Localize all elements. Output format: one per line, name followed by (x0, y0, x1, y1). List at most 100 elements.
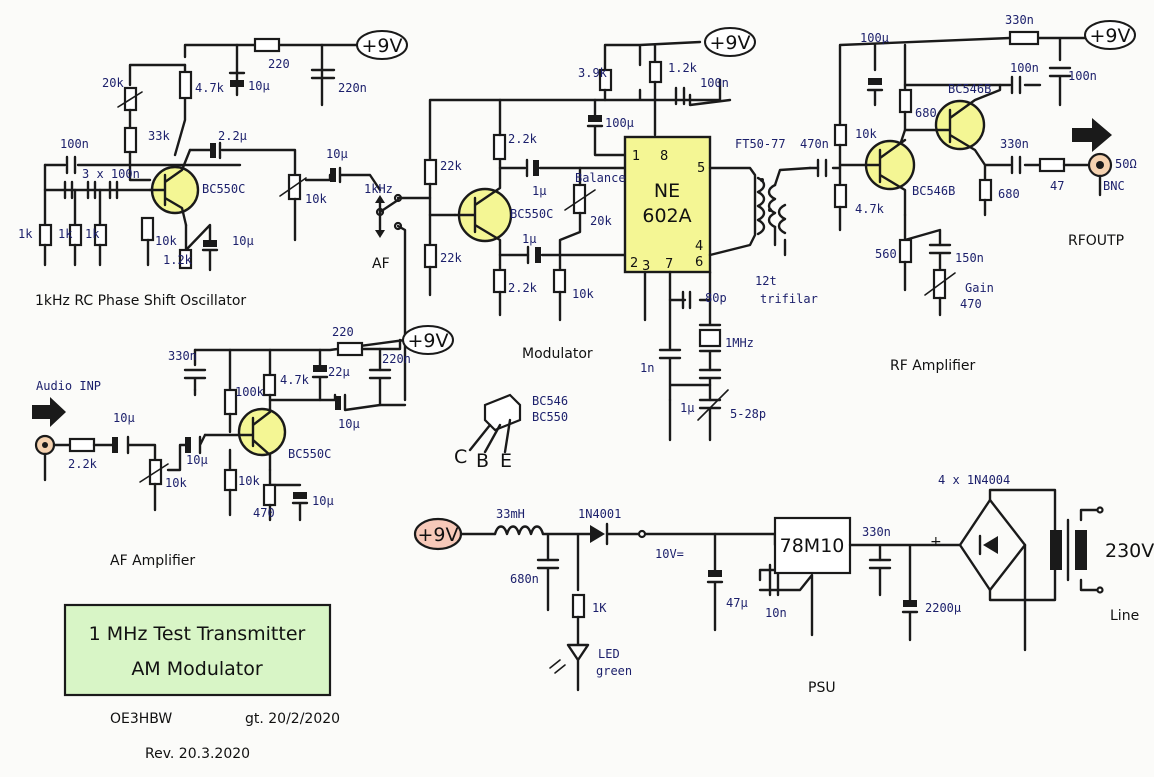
pot-10k-osc (287, 173, 302, 201)
supply-label: +9V (1089, 25, 1130, 47)
label-c-2u2: 2.2µ (218, 129, 247, 143)
label-r-10k-mod: 10k (572, 287, 594, 301)
label-c-10u-out: 10µ (326, 147, 348, 161)
label-pin-b: B (476, 450, 489, 472)
label-c-100n-a: 100n (1010, 61, 1039, 75)
label-led-color: green (596, 664, 632, 678)
r-22k-b (423, 243, 438, 269)
label-c-100n-b: 100n (1068, 69, 1097, 83)
r-680-rf (898, 88, 913, 114)
label-c-10u: 10µ (248, 79, 270, 93)
label-switch-1khz: 1kHz (364, 182, 393, 196)
rf-amp-section (808, 30, 1113, 317)
label-turns: 12t (755, 274, 777, 288)
label-r-2k2-e: 2.2k (508, 281, 538, 295)
label-r-1k2: 1.2k (163, 253, 193, 267)
inductor-33mh (493, 525, 545, 536)
modulator-section (423, 40, 812, 454)
label-c-22u: 22µ (328, 365, 350, 379)
label-q-rf2: BC546B (948, 82, 991, 96)
r-33k (123, 126, 138, 154)
label-c-150n: 150n (955, 251, 984, 265)
label-pot-20k: 20k (102, 76, 124, 90)
label-core: FT50-77 (735, 137, 786, 151)
r-10k-mod (552, 268, 567, 294)
label-r-2k2-af: 2.2k (68, 457, 98, 471)
label-r-10k-af: 10k (238, 474, 260, 488)
label-rfout: RFOUTP (1068, 233, 1124, 249)
title-line1: 1 MHz Test Transmitter (89, 623, 306, 645)
label-r-330n: 330n (1005, 13, 1034, 27)
label-r-220-af: 220 (332, 325, 354, 339)
supply-9v-osc: +9V (356, 30, 408, 60)
af-amp-section (32, 338, 407, 522)
label-c-1u-a: 1µ (532, 184, 546, 198)
label-led: LED (598, 647, 620, 661)
label-c-220n-af: 220n (382, 352, 411, 366)
label-r-10k-rf: 10k (855, 127, 877, 141)
revision: Rev. 20.3.2020 (145, 746, 250, 762)
r-10k-osc (140, 216, 155, 242)
label-inductor: 33mH (496, 507, 525, 521)
label-r-47: 47 (1050, 179, 1064, 193)
label-c-1u: 1µ (680, 401, 694, 415)
label-r-4k7-rf: 4.7k (855, 202, 885, 216)
label-r-100k: 100k (235, 385, 265, 399)
ic-pin-5: 5 (697, 161, 705, 176)
label-r-2k2-c: 2.2k (508, 132, 538, 146)
title-box (63, 603, 332, 697)
label-r-680-b: 680 (998, 187, 1020, 201)
label-pot-10k-af: 10k (165, 476, 187, 490)
psu-section (413, 488, 1104, 692)
ic-pin-7: 7 (665, 257, 673, 272)
label-c-680n: 680n (510, 572, 539, 586)
r-1k2-osc (178, 248, 193, 270)
psu-title: PSU (808, 680, 836, 696)
ic-pin-2: 2 (630, 256, 638, 271)
supply-9v-mod: +9V (704, 27, 756, 57)
label-plus: + (930, 534, 942, 550)
ic-pin-3: 3 (642, 259, 650, 274)
supply-9v-af: +9V (402, 325, 454, 355)
label-c-1u-b: 1µ (522, 232, 536, 246)
label-pin-c: C (454, 446, 467, 468)
rf-output-arrow-icon (1072, 118, 1112, 152)
label-c-330n-rf: 330n (1000, 137, 1029, 151)
label-r-10k: 10k (155, 234, 177, 248)
label-mains: 230V (1105, 540, 1154, 562)
crystal-1mhz (698, 328, 722, 348)
label-r-22k-a: 22k (440, 159, 462, 173)
ic-name-2: 602A (642, 205, 691, 227)
label-q-af: BC550C (288, 447, 331, 461)
label-r-33k: 33k (148, 129, 170, 143)
supply-label: +9V (407, 330, 448, 352)
r-4k7-rf (833, 183, 848, 209)
ic-pin-4: 4 (695, 239, 703, 254)
transistor-af (237, 407, 287, 457)
label-gain: Gain (965, 281, 994, 295)
label-q-rf1: BC546B (912, 184, 955, 198)
label-q-mod: BC550C (510, 207, 553, 221)
label-pot-10k: 10k (305, 192, 327, 206)
modulator-title: Modulator (522, 346, 593, 362)
label-c-100u-mod: 100µ (605, 116, 634, 130)
label-regulator: 78M10 (780, 535, 845, 557)
label-r-1k-c: 1k (85, 227, 100, 241)
diode-1n4001 (590, 525, 605, 543)
r-2k2-mod (492, 133, 507, 161)
pot-20k-balance (572, 183, 587, 215)
label-r-1k-psu: 1K (592, 601, 607, 615)
oscillator-section (38, 37, 382, 272)
label-c-10u-e: 10µ (232, 234, 254, 248)
rf-amp-title: RF Amplifier (890, 358, 976, 374)
label-c-10u-e-af: 10µ (312, 494, 334, 508)
ic-name-1: NE (654, 180, 680, 202)
label-c-1n: 1n (640, 361, 654, 375)
label-pinout-b: BC550 (532, 410, 568, 424)
label-c-10u-out-af: 10µ (338, 417, 360, 431)
label-r-1k-b: 1k (58, 227, 73, 241)
label-line: Line (1110, 608, 1139, 624)
supply-label: +9V (361, 35, 402, 57)
ic-pin-6: 6 (695, 255, 703, 270)
